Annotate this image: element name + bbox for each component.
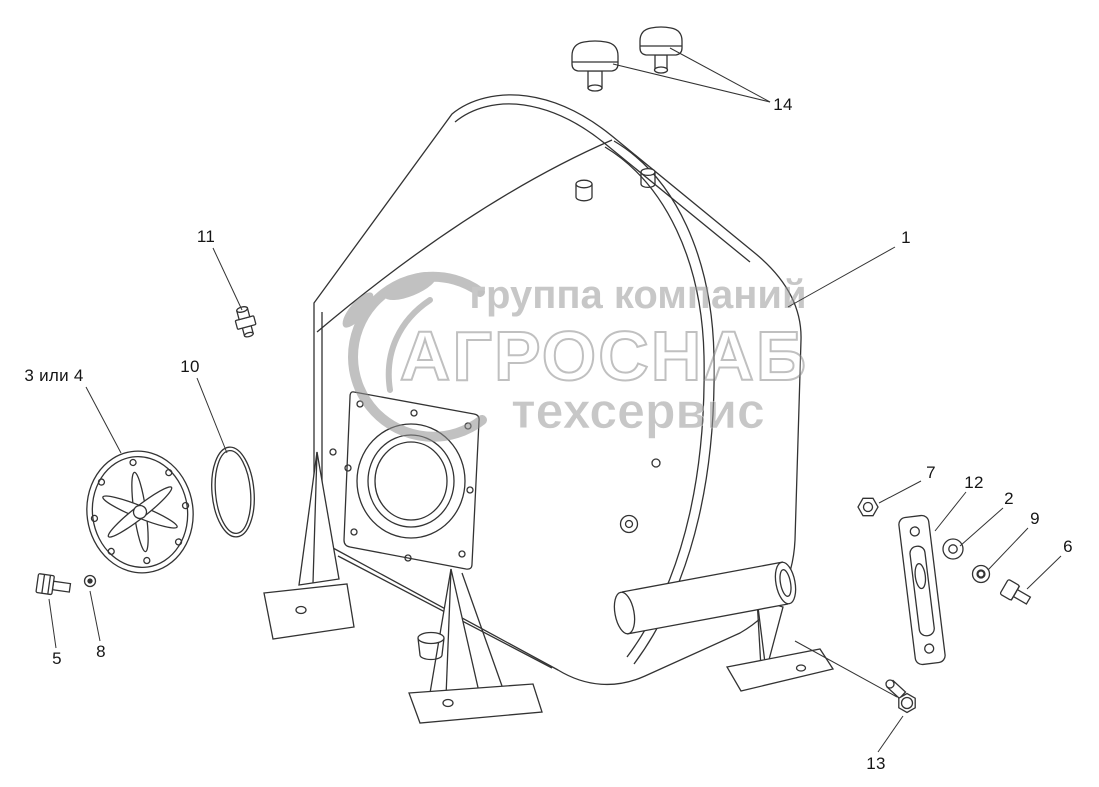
fitting-part-11 [234,306,257,338]
breather-cap-left [571,40,619,92]
face-hole-small [329,448,337,456]
watermark-text-service: техсервис [511,383,765,439]
filler-boss-right [640,167,656,189]
nut-part-7 [857,497,879,517]
leader-line-12 [934,491,967,532]
outlet-pipe [613,561,797,635]
washer-part-8 [83,574,97,588]
drain-plug [417,631,445,661]
center-foot-bracket [408,568,543,724]
watermark: группа компаний АГРОСНАБ техсервис [342,271,808,442]
plug-hole-outer [619,514,639,534]
watermark-leaf-1 [383,272,437,300]
leader-line-9 [987,527,1029,571]
washer-part-2 [942,538,964,560]
watermark-text-brand: АГРОСНАБ [400,317,808,395]
bolt-part-5 [35,573,72,596]
leader-line-1 [787,246,896,308]
breather-cap-right [639,26,683,74]
watermark-leaf-2 [342,292,374,328]
leader-line-14 [669,47,771,103]
leader-line-10 [196,377,228,454]
o-ring-gasket [211,446,255,538]
left-foot-bracket [263,451,355,640]
leader-line-5 [48,598,57,649]
leader-line-8 [89,590,101,642]
cover-disc [86,450,194,574]
leader-line-6 [1026,555,1062,590]
bolt-part-13 [885,679,916,714]
leader-line-14 [612,63,771,103]
leader-line-11 [212,247,243,311]
sight-gauge-part-12 [898,514,946,666]
plug-hole-inner [624,519,634,529]
leader-line-3-или-4 [85,386,122,454]
watermark-text-group-name: группа компаний [469,273,806,317]
leader-line-2 [959,507,1004,547]
leader-line-7 [878,480,922,504]
leader-lines [48,47,1062,753]
front-port-flange [343,391,480,570]
right-foot-bracket [725,598,835,692]
bolt-part-6 [999,579,1032,605]
face-hole [651,458,661,468]
washer-part-9 [971,564,991,584]
leader-line-13 [877,715,904,753]
filler-boss-left [575,179,593,202]
leader-line-13 [794,640,898,698]
